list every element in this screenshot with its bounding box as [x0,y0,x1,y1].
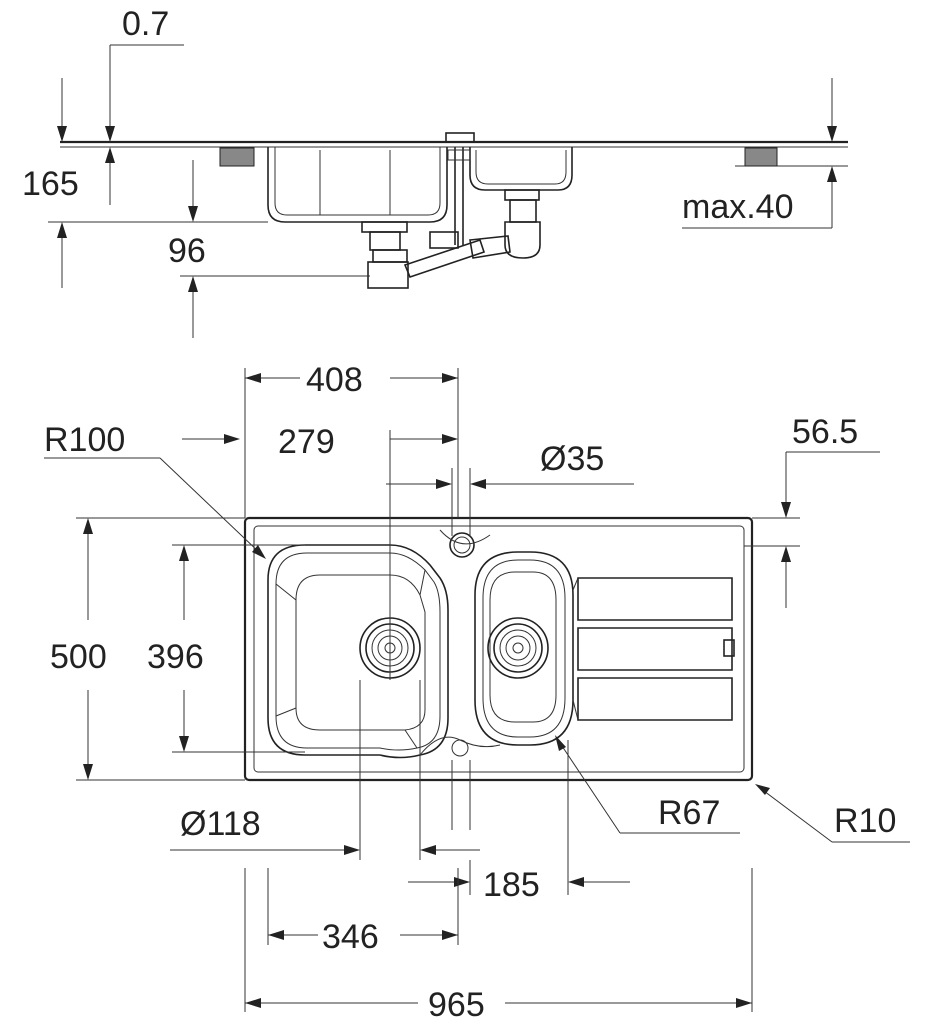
small-waste-trap [469,189,541,259]
dim-second-bowl-radius: R67 [658,794,720,832]
plan-view: 408 R100 279 Ø35 56.5 [44,361,910,1024]
dim-waste-diameter: Ø118 [180,805,261,843]
dim-edge-offset: 56.5 [792,413,858,451]
dim-main-bowl-width: 408 [306,361,363,399]
dim-bowl-center-offset: 279 [278,423,335,461]
dim-tap-hole-diameter: Ø35 [540,440,604,478]
dim-bowl-length: 396 [147,638,204,676]
dim-worktop-thickness: max.40 [682,188,794,226]
tap-hole [449,532,475,558]
dim-corner-radius: R10 [834,802,896,840]
dim-overall-depth: 500 [50,638,107,676]
dim-waste-depth: 96 [168,232,206,270]
drainer [572,577,735,721]
side-section-view: 0.7 165 96 max.40 [22,5,848,338]
dim-overall-width: 965 [428,986,485,1024]
dim-waste-spacing: 346 [322,918,379,956]
sink-outline [243,516,754,782]
main-bowl [267,544,449,759]
right-clip [744,147,778,167]
left-clip [219,147,255,167]
dim-sheet-thickness: 0.7 [122,5,169,43]
dim-bowl-radius: R100 [44,421,125,459]
dim-bowl-depth: 165 [22,165,79,203]
dim-second-bowl-width: 185 [483,866,540,904]
small-waste [487,617,549,679]
main-waste-trap [361,221,486,289]
main-bowl-section [267,147,448,223]
